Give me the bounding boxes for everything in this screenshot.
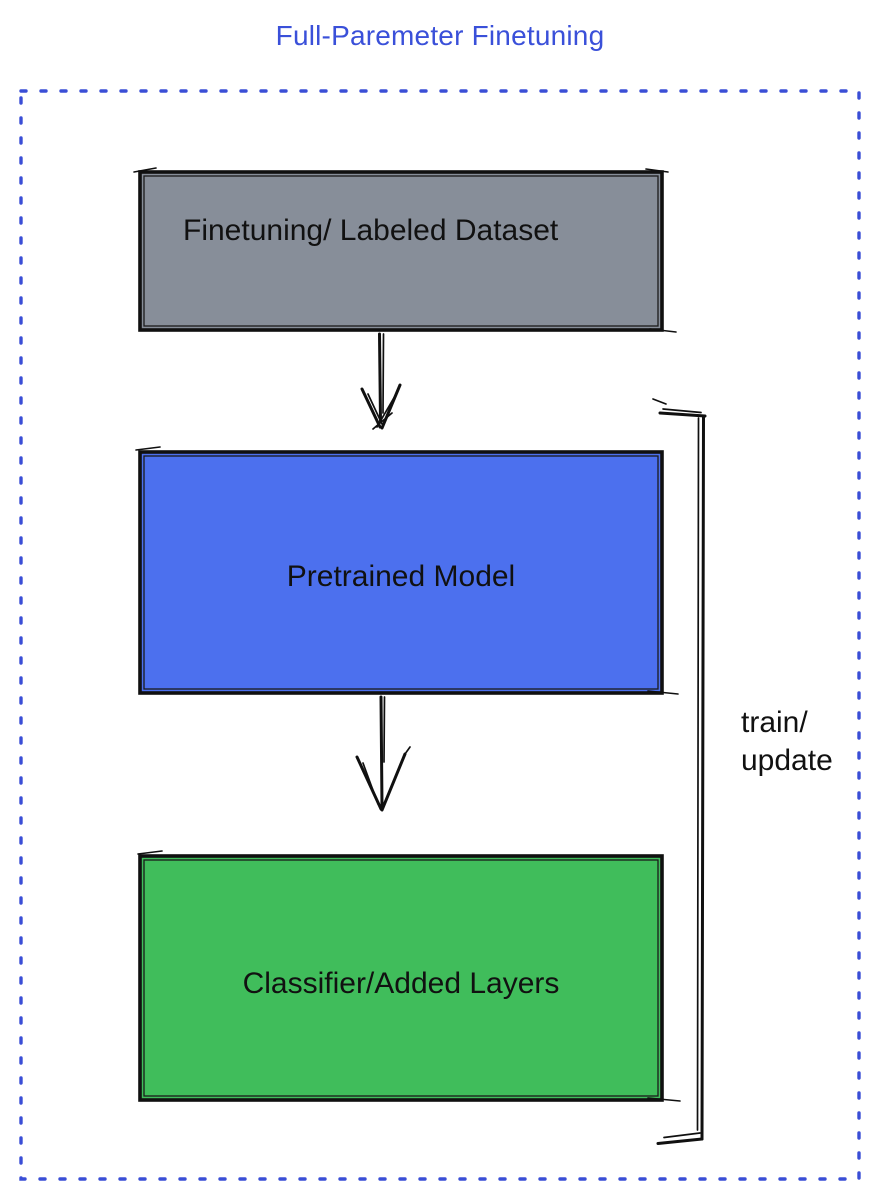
classifier-box-label: Classifier/Added Layers: [242, 967, 560, 1000]
arrow-down-icon: [355, 695, 411, 812]
right-bracket-shape: [652, 398, 707, 1145]
dataset-box-label: Finetuning/ Labeled Dataset: [183, 214, 559, 247]
pretrained-box-sketch-line: [143, 455, 659, 690]
pretrained-box-shape: [135, 446, 679, 695]
diagram-title: Full-Paremeter Finetuning: [275, 20, 605, 51]
dataset-box-sketch-line: [143, 175, 659, 327]
arrow-down-icon: [360, 332, 402, 430]
dataset-box-rect: [138, 170, 664, 332]
dataset-box-shape: [133, 167, 677, 333]
pretrained-box-rect: [138, 450, 664, 695]
bracket-label: train/ update: [741, 704, 833, 780]
pretrained-box-sketch-overshoot: [135, 446, 679, 695]
pretrained-box-label: Pretrained Model: [286, 560, 516, 593]
dataset-box-sketch-overshoot: [133, 167, 677, 333]
outer-dashed-border: [19, 89, 861, 1181]
classifier-box-sketch-line: [143, 859, 659, 1097]
bracket-label-line1: train/: [741, 706, 808, 739]
classifier-box-sketch-overshoot: [137, 850, 681, 1102]
classifier-box-shape: [137, 850, 681, 1102]
classifier-box-rect: [138, 854, 664, 1102]
bracket-label-line2: update: [741, 744, 833, 777]
